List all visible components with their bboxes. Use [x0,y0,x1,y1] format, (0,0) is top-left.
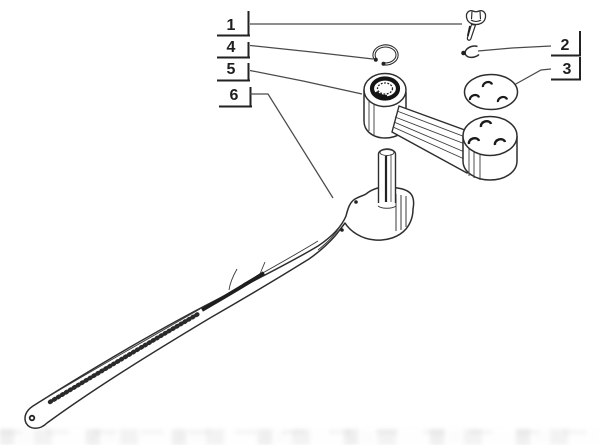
bolt-shank-shadow [466,25,471,37]
pin-top-face [379,149,395,156]
leader-line-4 [249,44,374,60]
scan-noise-band [0,429,600,445]
bore-serrations [376,82,394,95]
hub-shading-lines [368,98,375,135]
bolt-head-facets [470,11,482,23]
snap-ring-end-b [373,57,378,62]
callout-box-6 [219,87,252,108]
lug-notch-top [354,200,358,204]
leader-line-5 [249,69,363,95]
snap-ring-drawing [372,44,399,66]
washer-drawing [461,45,480,59]
hand-lever-drawing [24,148,415,429]
washer-tab [461,50,466,56]
bolt-head [465,10,487,26]
callout-number-2: 2 [560,37,570,54]
bolt-shank [466,23,477,41]
boss-shading-lines [468,149,481,180]
leader-line-6 [250,93,334,199]
scan-noise-band-upper [0,429,600,435]
callout-number-4: 4 [226,39,236,56]
callout-number-1: 1 [226,17,236,34]
lug-notch-bottom [340,228,344,232]
arm-drawing [363,72,518,181]
callout-box-5 [217,63,250,82]
cover-plate-drawing [463,73,519,111]
boss-top-face [462,115,518,157]
boss-hole-marks [467,120,507,146]
snap-ring-inner-highlight [373,45,398,65]
snap-ring-end-a [381,61,386,66]
callout-box-2 [551,31,581,57]
washer-ring [464,45,480,59]
leader-line-2 [477,45,552,52]
cover-plate-hole-marks [468,80,509,103]
bolt-drawing [465,10,487,41]
callout-boxes [217,11,581,108]
knurl-teeth [47,311,201,405]
cover-plate-face [463,73,519,111]
callout-box-4 [217,42,250,59]
bore-shadow [374,90,388,99]
lever-silhouette [24,186,415,429]
arm-beam [391,105,485,174]
callout-number-6: 6 [229,87,239,104]
lever-end-hole [28,414,36,422]
leader-line-3 [513,68,552,86]
callout-box-3 [551,57,581,81]
shaded-stripe [201,271,266,312]
splined-pin-drawing [377,148,397,203]
callout-box-1 [217,11,250,37]
leader-lines [249,23,552,199]
callout-number-3: 3 [562,61,572,78]
callout-number-5: 5 [226,61,236,78]
